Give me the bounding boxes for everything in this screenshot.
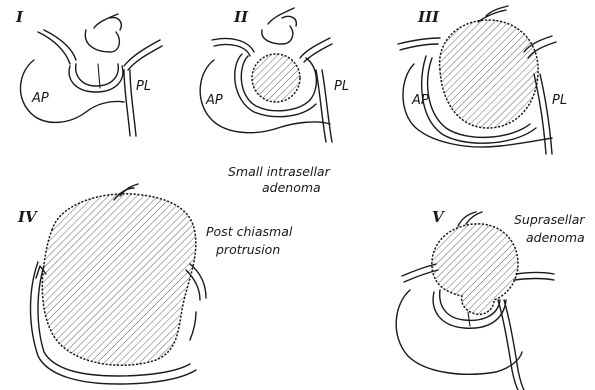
panel-5: V Suprasellar adenoma: [396, 208, 585, 390]
panel-1: I AP PL: [15, 8, 162, 136]
panel-1-label-ap: AP: [31, 91, 49, 106]
panel-4-numeral: IV: [17, 208, 38, 226]
panel-2-label-ap: AP: [205, 93, 223, 108]
panel-1-numeral: I: [15, 8, 24, 26]
panel-2-numeral: II: [233, 8, 249, 26]
panel-2-label-pl: PL: [334, 79, 349, 94]
panel-1-label-pl: PL: [136, 79, 151, 94]
panel-4: IV Post chiasmal protrusion: [17, 184, 293, 384]
panel-3-numeral: III: [417, 8, 440, 26]
panel-3-sella: [398, 6, 556, 154]
panel-2-caption-line-1: Small intrasellar: [228, 164, 331, 179]
panel-3-label-ap: AP: [411, 93, 429, 108]
panel-5-caption-line-2: adenoma: [526, 230, 585, 245]
panel-2-caption-line-2: adenoma: [262, 180, 321, 195]
panel-1-sella: [20, 14, 162, 136]
panel-2: II AP PL Small intrasellar adenoma: [200, 8, 349, 195]
panel-4-caption-line-2: protrusion: [215, 242, 280, 257]
panel-5-numeral: V: [432, 208, 445, 226]
panel-4-sella: [31, 184, 207, 384]
panel-5-caption-line-1: Suprasellar: [514, 212, 585, 227]
panel-4-caption-line-1: Post chiasmal: [206, 224, 293, 239]
panel-2-sella: [200, 8, 332, 142]
panel-3-label-pl: PL: [552, 93, 567, 108]
panel-3: III AP PL: [398, 6, 567, 154]
